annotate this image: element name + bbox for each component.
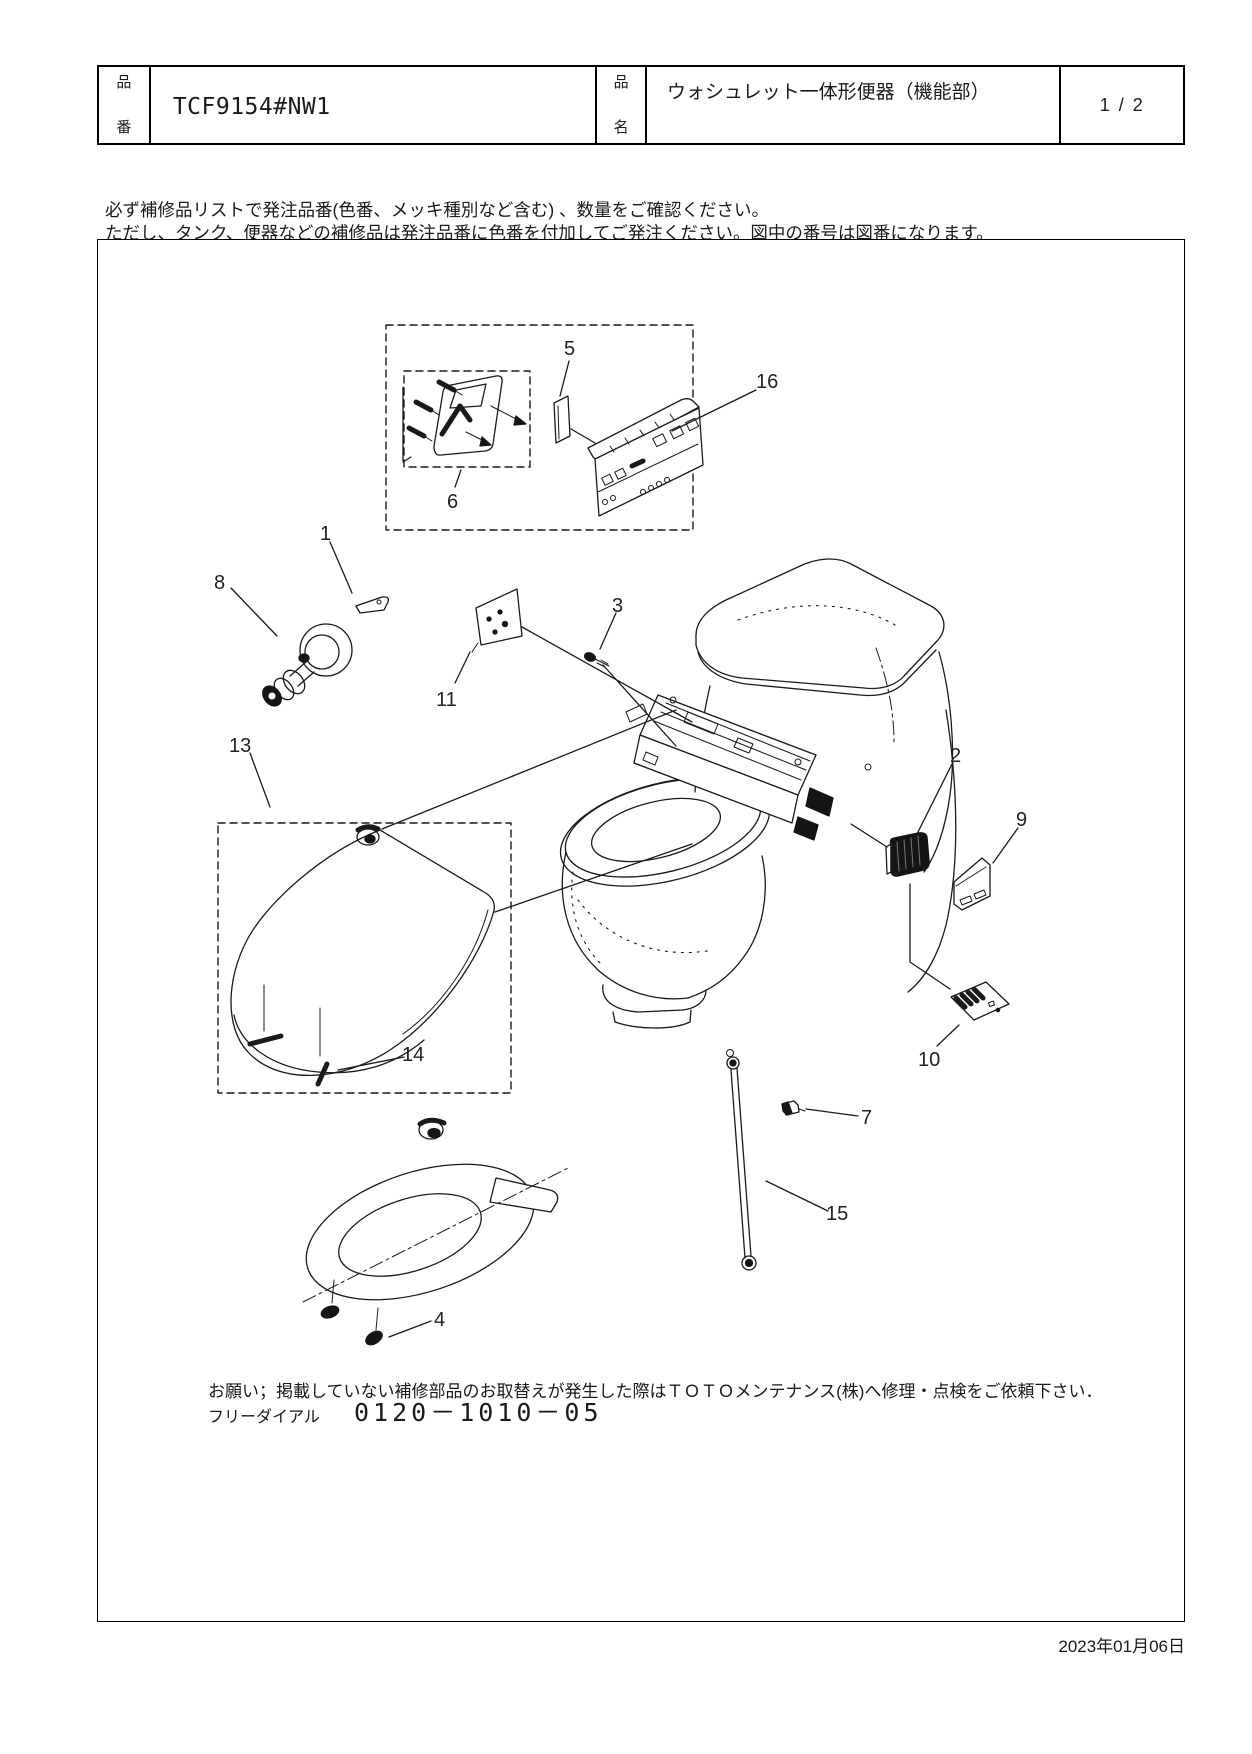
- part-no-label-top: 品: [116, 74, 132, 91]
- part-14-dampers: [247, 984, 330, 1087]
- part-label-9: 9: [1016, 809, 1027, 831]
- part-13-seat-lid: [230, 824, 495, 1077]
- part-no-value: TCF9154#NW1: [172, 94, 331, 120]
- document-date: 2023年01月06日: [1058, 1637, 1185, 1656]
- part-label-3: 3: [612, 595, 623, 617]
- toilet-bowl: [559, 777, 771, 1029]
- order-notice-line2: ただし、タンク、便器などの補修品は発注品番に色番を付加してご発注ください。図中の…: [105, 222, 994, 243]
- part-label-15: 15: [826, 1203, 848, 1225]
- order-notice-line1: 必ず補修品リストで発注品番(色番、メッキ種別など含む) 、数量をご確認ください。: [105, 200, 770, 220]
- part-7-clamp: [781, 1100, 806, 1116]
- name-label-top: 品: [613, 74, 629, 91]
- part-no-label-cell: 品 番: [99, 67, 151, 143]
- part-label-13: 13: [229, 735, 251, 757]
- diagram-frame: 1 2 3 4 5 6 7 8 9 10 11 13 14 15 16 お願い；…: [97, 239, 1185, 1622]
- part-6-mounting-plate: [402, 375, 527, 463]
- leader-lines: [230, 360, 1019, 1338]
- part-label-14: 14: [402, 1044, 424, 1066]
- toll-free-label: フリーダイアル: [208, 1409, 320, 1426]
- product-name: ウォシュレット一体形便器（機能部）: [666, 82, 990, 103]
- part-label-4: 4: [434, 1309, 445, 1331]
- toll-free-number: 0120－1010－05: [354, 1398, 603, 1427]
- page-indicator: 1 / 2: [1059, 67, 1183, 143]
- part-label-11: 11: [436, 689, 457, 711]
- part-15-hose: [726, 1049, 757, 1271]
- part-8-supply-joint: [262, 623, 353, 707]
- name-label-bottom: 名: [613, 119, 629, 136]
- part-2-connector: [885, 832, 930, 877]
- product-name-label-cell: 品 名: [595, 67, 647, 143]
- part-no-label-bottom: 番: [116, 119, 132, 136]
- part-10-label-strip: [950, 981, 1010, 1021]
- part-5-cover-chip: [553, 395, 571, 444]
- part-label-16: 16: [756, 371, 778, 393]
- part-3-screw: [584, 652, 610, 668]
- part-number-labels: 1 2 3 4 5 6 7 8 9 10 11 13 14 15 16: [214, 338, 1027, 1331]
- part-label-7: 7: [861, 1107, 872, 1129]
- part-11-plate: [471, 588, 523, 653]
- part-9-bracket: [953, 857, 991, 911]
- washlet-function-unit: [625, 694, 834, 841]
- part-4-seat: [302, 1117, 569, 1346]
- exploded-parts-diagram: 1 2 3 4 5 6 7 8 9 10 11 13 14 15 16: [214, 324, 1027, 1346]
- part-1-clip: [355, 596, 390, 614]
- part-label-2: 2: [950, 745, 961, 767]
- part-label-1: 1: [320, 523, 331, 545]
- order-notice: 必ず補修品リストで発注品番(色番、メッキ種別など含む) 、数量をご確認ください。…: [105, 199, 994, 244]
- header-table: 品 番 TCF9154#NW1 品 名 ウォシュレット一体形便器（機能部） 1 …: [97, 65, 1185, 145]
- part-label-5: 5: [564, 338, 575, 360]
- part-label-6: 6: [447, 491, 458, 513]
- maintenance-request-note: お願い；掲載していない補修部品のお取替えが発生した際はＴＯＴＯメンテナンス(株)…: [208, 1382, 1103, 1401]
- lid-group-dashed-box: [217, 822, 512, 1094]
- part-label-8: 8: [214, 572, 225, 594]
- part-16-remote-control: [587, 398, 704, 517]
- part-label-10: 10: [918, 1049, 940, 1071]
